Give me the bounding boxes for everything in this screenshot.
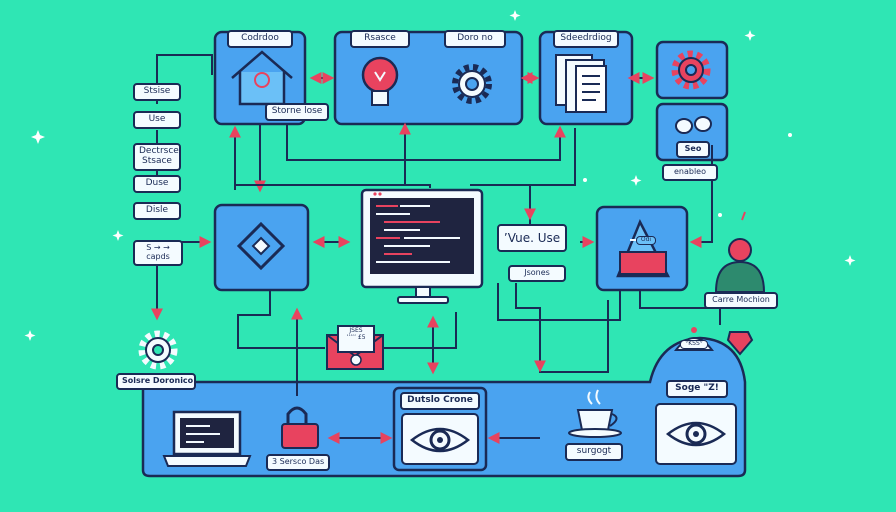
seo-label: Seo — [676, 141, 710, 158]
side-disle-label: Disle — [133, 202, 181, 220]
care-machine-label: Carre Mochion — [704, 292, 778, 309]
side-use-label: Use — [133, 111, 181, 129]
envelope-text: JSES ’’’’’ £5 — [346, 327, 366, 341]
lock-label: 3 Sersco Das — [266, 454, 330, 471]
enabled-label: enableo — [662, 164, 718, 181]
jsones-label: Jsones — [508, 265, 566, 282]
laptop-icon — [162, 410, 252, 467]
person-icon — [714, 211, 766, 293]
eye-icon — [409, 427, 471, 453]
gear-icon — [452, 64, 492, 104]
lock-icon — [281, 406, 319, 449]
diamond-node-icon — [236, 221, 286, 271]
data-crone-label: Dutslo Crone — [400, 392, 480, 410]
home-sub-label: Storne lose — [265, 103, 329, 121]
sparkles — [24, 10, 856, 341]
lightbulb-icon — [361, 56, 399, 106]
resource-title: Rsasce — [350, 30, 410, 48]
house-icon — [231, 50, 293, 106]
bot-label: Odi — [636, 236, 656, 245]
connector-lines — [151, 54, 721, 444]
coffee-cup-icon — [568, 389, 622, 438]
settings-gear-icon — [671, 50, 711, 90]
doro-title: Doro no — [444, 30, 506, 48]
top-left-box-title: Codrdoo — [227, 30, 293, 48]
surgogt-label: surgogt — [565, 443, 623, 461]
settings-label: Solsre Doronico — [116, 373, 196, 390]
side-capds-label: S → → capds — [133, 240, 183, 266]
documents-title: Sdeedrdiog — [553, 30, 619, 48]
side-database-label: Dectrsce Stsace — [133, 143, 181, 171]
dome-label: °KSS° — [680, 340, 708, 349]
eye-icon-right — [665, 421, 727, 447]
envelope-icon — [326, 325, 384, 370]
settings-cog-icon — [138, 330, 178, 370]
triangle-chart-icon — [616, 219, 671, 278]
side-status-label: Stsise — [133, 83, 181, 101]
code-monitor-icon — [360, 188, 484, 304]
stage-label: Soge "Z! — [666, 380, 728, 398]
vue-use-label: ’Vue. Use — [497, 224, 567, 252]
side-duse-label: Duse — [133, 175, 181, 193]
document-stack-icon — [555, 54, 607, 113]
gem-icon — [726, 331, 754, 356]
cloud-pair-icon — [675, 116, 712, 134]
